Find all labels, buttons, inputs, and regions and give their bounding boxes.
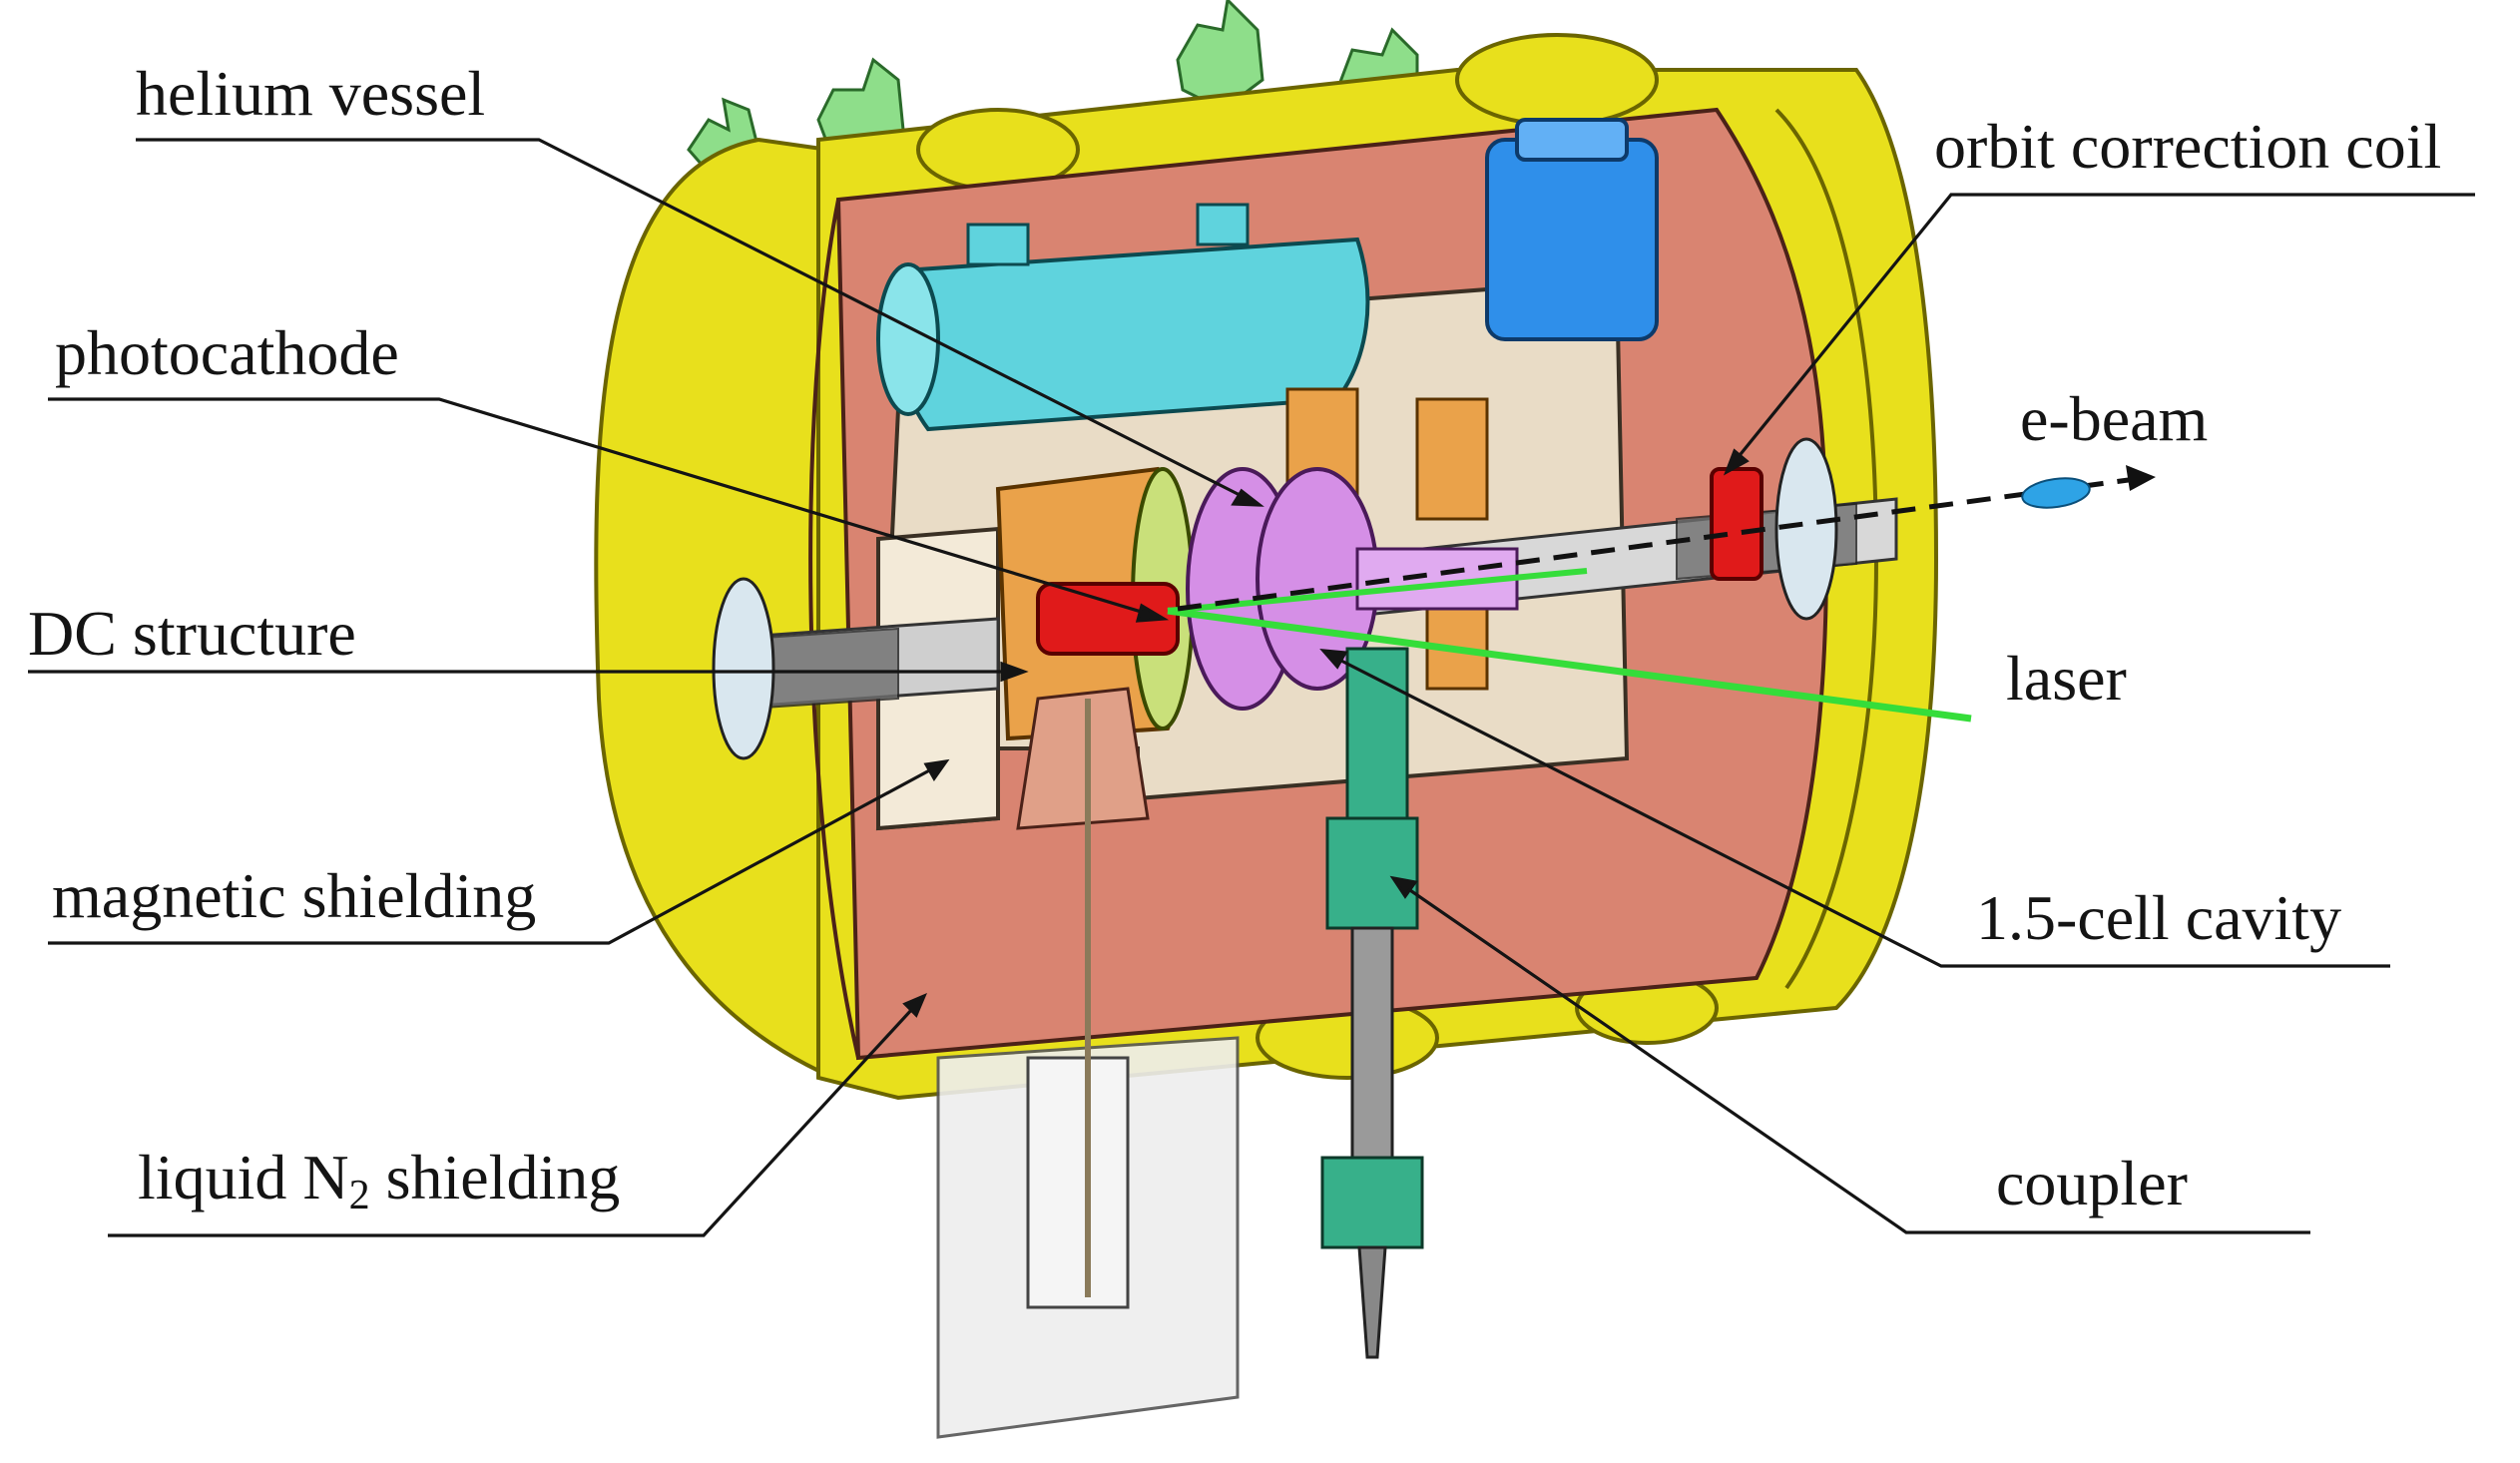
leader-arrow — [1231, 488, 1264, 507]
right-flange — [1774, 437, 1838, 621]
coupler-lower — [1350, 926, 1394, 1190]
leader-arrow — [923, 758, 950, 781]
label-photocathode: photocathode — [55, 317, 399, 388]
label-magnetic-shielding: magnetic shielding — [52, 860, 537, 931]
label-dc-structure: DC structure — [28, 598, 356, 669]
leader-lines — [28, 138, 2475, 1237]
leader-arrow — [1135, 603, 1170, 623]
coupler-tip — [1357, 1245, 1387, 1359]
blue-tank-body — [1485, 138, 1659, 341]
leader-arrow — [1319, 649, 1348, 670]
label-liquid-n2-shielding: liquid N2 shielding — [138, 1146, 620, 1218]
leader-magnetic-shielding — [48, 766, 934, 945]
label-liquid-n2-subscript: 2 — [348, 1173, 370, 1219]
leader-coupler — [1406, 886, 2310, 1234]
label-laser: laser — [2006, 643, 2127, 714]
photocathode-body — [1036, 582, 1180, 656]
leader-arrow — [1000, 661, 1029, 683]
tuner-block — [1415, 397, 1489, 521]
beams — [1167, 465, 2156, 723]
bottom-service-box — [936, 699, 1240, 1439]
label-cavity: 1.5-cell cavity — [1976, 882, 2342, 953]
label-liquid-n2-suffix: shielding — [369, 1142, 621, 1213]
leader-arrow — [1389, 875, 1418, 899]
coupler-part — [1320, 647, 1424, 1359]
dc-support — [1016, 687, 1150, 830]
laser-beam — [1167, 607, 1972, 723]
coupler-flange — [1320, 1156, 1424, 1249]
helium-tank-port — [1196, 203, 1250, 246]
service-cylinder — [1026, 1056, 1130, 1309]
label-e-beam: e-beam — [2020, 383, 2209, 454]
label-liquid-n2-prefix: liquid N — [138, 1142, 349, 1213]
helium-tank-end — [876, 262, 940, 416]
laser-beam-return — [1167, 568, 1588, 614]
label-orbit-correction-coil: orbit correction coil — [1934, 111, 2442, 182]
leader-arrow — [1723, 448, 1750, 476]
top-port — [1455, 33, 1659, 127]
ebeam-arrowhead — [2126, 465, 2156, 491]
label-helium-vessel: helium vessel — [136, 58, 486, 129]
helium-tank-port — [966, 223, 1030, 266]
leader-helium-vessel — [136, 138, 1249, 501]
ebeam-bunch — [2021, 477, 2091, 509]
coupler-upper — [1345, 647, 1409, 830]
orbit-correction-coil-part — [1710, 467, 1764, 581]
leader-cavity — [1336, 657, 2390, 968]
orbit-coil — [1710, 467, 1764, 581]
ebeam-line — [1177, 476, 2137, 612]
blue-tank-cap — [1515, 118, 1629, 162]
coupler-mid — [1325, 816, 1419, 930]
photocathode-part — [1036, 582, 1180, 656]
leader-photocathode — [48, 397, 1149, 616]
left-flange — [712, 577, 775, 760]
blue-tank — [1485, 118, 1659, 341]
leader-orbit-coil — [1735, 193, 2475, 461]
label-coupler: coupler — [1996, 1148, 2188, 1219]
leader-ln2-shielding — [108, 1006, 915, 1237]
leader-arrow — [902, 993, 927, 1018]
ln2-shield-rim — [808, 199, 860, 1059]
